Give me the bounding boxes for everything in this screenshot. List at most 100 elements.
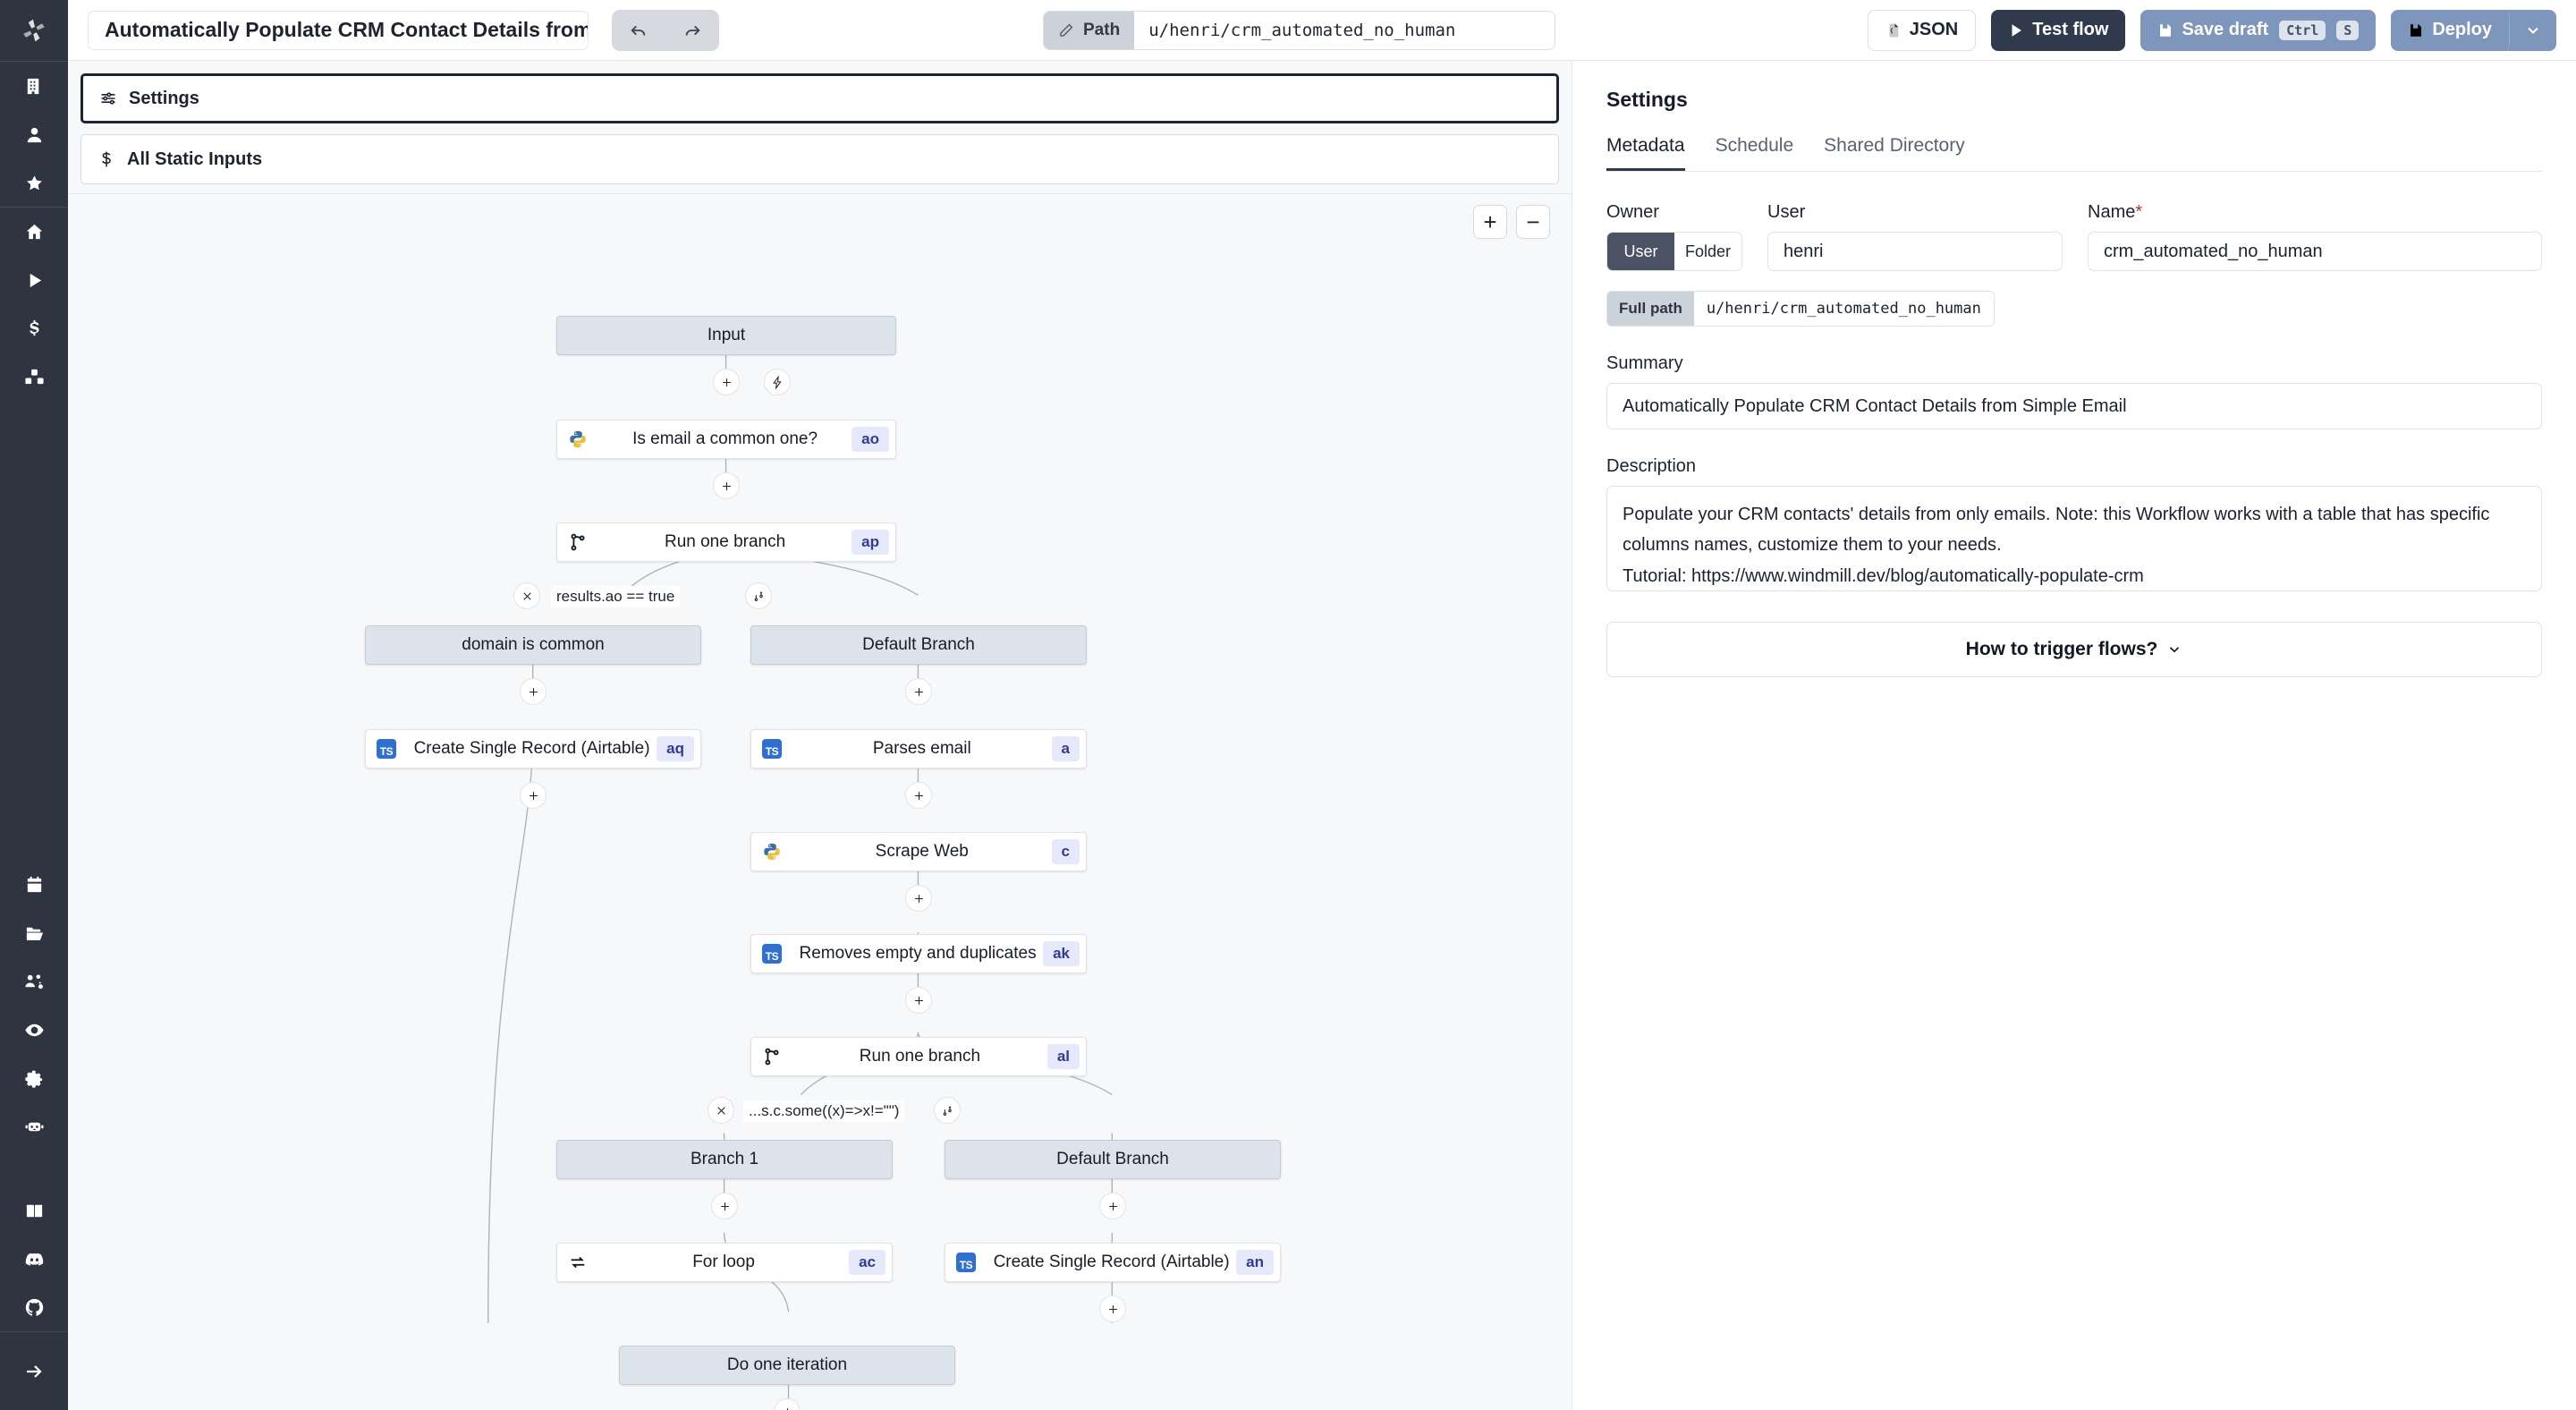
description-textarea[interactable]: Populate your CRM contacts' details from… xyxy=(1606,486,2542,591)
add-branch-button[interactable] xyxy=(934,1097,961,1124)
zoom-in-button[interactable]: + xyxy=(1473,205,1507,239)
how-to-trigger-flows-button[interactable]: How to trigger flows? xyxy=(1606,622,2542,677)
flow-node-ao[interactable]: Is email a common one? ao xyxy=(556,420,896,459)
flow-node-label: Removes empty and duplicates xyxy=(799,944,1037,963)
boxes-icon[interactable] xyxy=(0,352,68,401)
dollar-icon[interactable] xyxy=(0,304,68,352)
groups-icon[interactable] xyxy=(0,957,68,1006)
flow-node-ac[interactable]: For loop ac xyxy=(556,1243,893,1282)
flow-accordion-list: Settings All Static Inputs xyxy=(68,61,1572,193)
metadata-fields: Owner User Folder User henri Name* xyxy=(1606,202,2542,271)
flow-node-branch-default-1[interactable]: Default Branch xyxy=(750,625,1087,665)
tab-schedule[interactable]: Schedule xyxy=(1715,135,1794,156)
loop-icon xyxy=(557,1253,598,1272)
accordion-all-static-inputs[interactable]: All Static Inputs xyxy=(80,134,1559,184)
book-icon[interactable] xyxy=(0,1186,68,1235)
add-step-button[interactable] xyxy=(520,678,547,705)
add-branch-button[interactable] xyxy=(745,582,772,609)
save-icon xyxy=(2411,23,2422,37)
home-icon[interactable] xyxy=(0,208,68,256)
add-step-button[interactable] xyxy=(713,472,740,499)
user-input[interactable]: henri xyxy=(1767,232,2063,271)
flow-node-ak[interactable]: TS Removes empty and duplicates ak xyxy=(750,934,1087,973)
windmill-logo[interactable] xyxy=(0,0,68,61)
discord-icon[interactable] xyxy=(0,1235,68,1283)
flow-node-label: Is email a common one? xyxy=(632,429,818,448)
expand-sidebar-button[interactable] xyxy=(0,1331,68,1410)
add-step-button[interactable] xyxy=(905,678,932,705)
redo-icon[interactable] xyxy=(665,10,719,51)
add-step-button[interactable] xyxy=(905,987,932,1014)
remove-branch-button[interactable] xyxy=(708,1097,734,1124)
play-icon[interactable] xyxy=(0,256,68,304)
user-icon[interactable] xyxy=(0,110,68,158)
accordion-settings[interactable]: Settings xyxy=(80,73,1559,123)
user-label: User xyxy=(1767,202,1806,222)
flow-node-id-badge: an xyxy=(1236,1250,1274,1275)
zoom-out-button[interactable]: − xyxy=(1516,205,1550,239)
undo-icon[interactable] xyxy=(612,10,665,51)
tab-metadata[interactable]: Metadata xyxy=(1606,135,1685,171)
add-step-button[interactable] xyxy=(520,782,547,809)
flow-node-an[interactable]: TS Create Single Record (Airtable) an xyxy=(945,1243,1281,1282)
flow-node-a[interactable]: TS Parses email a xyxy=(750,729,1087,769)
flow-node-do-one-iteration[interactable]: Do one iteration xyxy=(619,1346,955,1385)
save-draft-button[interactable]: Save draft Ctrl S xyxy=(2140,9,2377,51)
owner-segmented-control[interactable]: User Folder xyxy=(1606,232,1742,271)
path-field[interactable]: Path u/henri/crm_automated_no_human xyxy=(1043,11,1556,50)
flow-node-id-badge: ap xyxy=(852,530,889,555)
save-draft-label: Save draft xyxy=(2182,20,2269,39)
dollar-icon xyxy=(102,151,111,167)
github-icon[interactable] xyxy=(0,1283,68,1331)
deploy-button[interactable]: Deploy xyxy=(2391,9,2510,51)
path-value[interactable]: u/henri/crm_automated_no_human xyxy=(1134,12,1555,49)
add-step-button[interactable] xyxy=(1099,1193,1126,1219)
owner-option-folder[interactable]: Folder xyxy=(1684,242,1732,260)
left-rail xyxy=(0,0,68,1410)
tab-shared-directory[interactable]: Shared Directory xyxy=(1824,135,1965,156)
star-icon[interactable] xyxy=(0,158,68,207)
building-icon[interactable] xyxy=(0,62,68,110)
flow-node-label: Scrape Web xyxy=(875,842,969,861)
flow-node-input[interactable]: Input xyxy=(556,316,896,355)
path-label-chip[interactable]: Path xyxy=(1044,12,1135,49)
remove-branch-button[interactable] xyxy=(513,582,540,609)
flow-canvas[interactable]: + − xyxy=(68,193,1572,1410)
description-block: Description Populate your CRM contacts' … xyxy=(1606,456,2542,591)
add-step-button[interactable] xyxy=(713,369,740,395)
add-step-button[interactable] xyxy=(1099,1295,1126,1322)
flow-node-branch-domain-is-common[interactable]: domain is common xyxy=(365,625,701,665)
flow-node-aq[interactable]: TS Create Single Record (Airtable) aq xyxy=(365,729,701,769)
flow-node-c[interactable]: Scrape Web c xyxy=(750,832,1087,871)
add-step-button[interactable] xyxy=(711,1193,738,1219)
owner-option-user[interactable]: User xyxy=(1607,233,1674,270)
flow-node-label: Input xyxy=(707,326,746,344)
calendar-icon[interactable] xyxy=(0,861,68,909)
name-input[interactable]: crm_automated_no_human xyxy=(2088,232,2542,271)
name-label-text: Name xyxy=(2088,202,2136,222)
name-label: Name* xyxy=(2088,202,2542,223)
robot-icon[interactable] xyxy=(0,1102,68,1151)
flow-node-label: Branch 1 xyxy=(690,1150,759,1168)
trigger-bolt-icon[interactable] xyxy=(764,369,791,395)
json-button[interactable]: JSON xyxy=(1867,9,1977,51)
summary-input[interactable]: Automatically Populate CRM Contact Detai… xyxy=(1606,383,2542,429)
flow-node-branch-1[interactable]: Branch 1 xyxy=(556,1140,893,1179)
gear-icon[interactable] xyxy=(0,1054,68,1102)
test-flow-button[interactable]: Test flow xyxy=(1991,9,2126,51)
rail-group-main xyxy=(0,208,68,401)
rail-group-workspace xyxy=(0,62,68,207)
flow-node-branch-default-2[interactable]: Default Branch xyxy=(945,1140,1281,1179)
save-shortcut-s: S xyxy=(2336,20,2360,40)
flow-node-al[interactable]: Run one branch al xyxy=(750,1037,1087,1076)
add-step-button[interactable] xyxy=(774,1398,801,1410)
add-step-button[interactable] xyxy=(905,782,932,809)
chevron-down-icon[interactable] xyxy=(2510,10,2556,51)
folder-icon[interactable] xyxy=(0,909,68,957)
branch-predicate-label: ...s.c.some((x)=>x!="") xyxy=(743,1100,905,1122)
flow-title-input[interactable]: Automatically Populate CRM Contact Detai… xyxy=(88,10,589,50)
save-icon xyxy=(2160,23,2172,37)
add-step-button[interactable] xyxy=(905,885,932,912)
flow-node-ap[interactable]: Run one branch ap xyxy=(556,522,896,562)
eye-icon[interactable] xyxy=(0,1006,68,1054)
